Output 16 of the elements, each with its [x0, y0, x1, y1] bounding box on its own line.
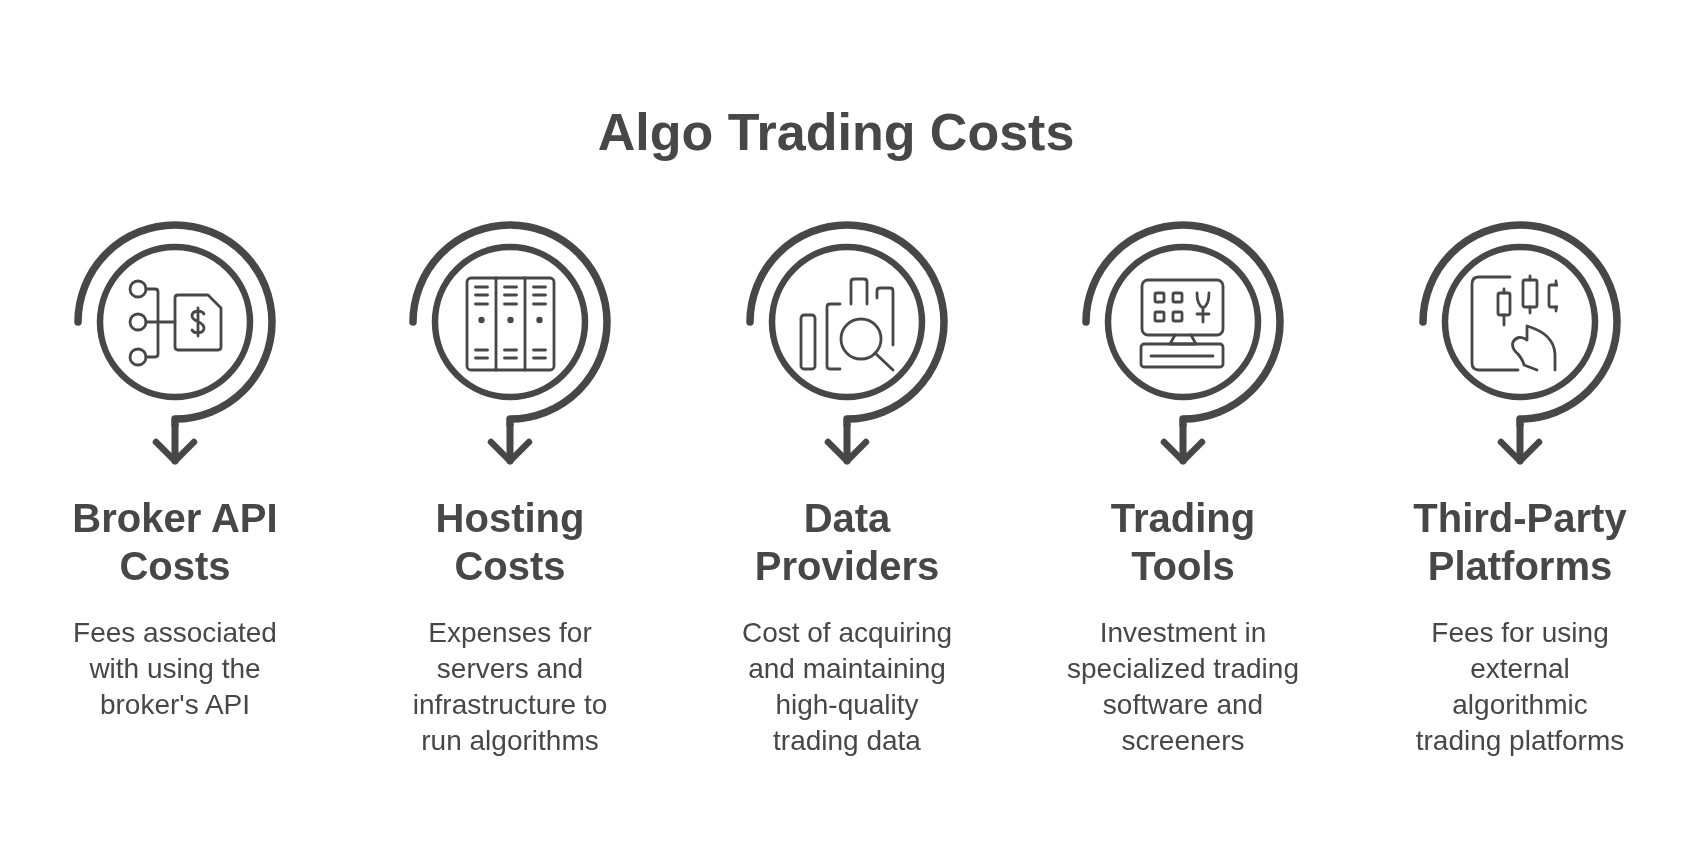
column-heading: Hosting Costs	[434, 495, 586, 590]
title: Algo Trading Costs	[597, 102, 1075, 163]
spiral-ring	[71, 218, 279, 426]
description-text: Fees for using external algorithmic trading platforms	[1414, 616, 1626, 758]
spiral-ring	[1416, 218, 1624, 426]
spiral-ring	[406, 218, 614, 426]
spiral-ring	[743, 218, 951, 426]
column-heading: Broker API Costs	[71, 495, 279, 590]
description-text: Investment in specialized trading software and screeners	[1066, 616, 1300, 758]
spiral-ring	[1079, 218, 1287, 426]
column-heading: Data Providers	[753, 495, 941, 590]
description-text: Expenses for servers and infrastructure to run algorithms	[411, 616, 609, 758]
description-text: Cost of acquiring and maintaining high-quality trading data	[740, 616, 954, 758]
column-heading: Trading Tools	[1109, 495, 1257, 590]
column-heading: Third-Party Platforms	[1412, 495, 1628, 590]
description-text: Fees associated with using the broker's API	[72, 616, 278, 722]
